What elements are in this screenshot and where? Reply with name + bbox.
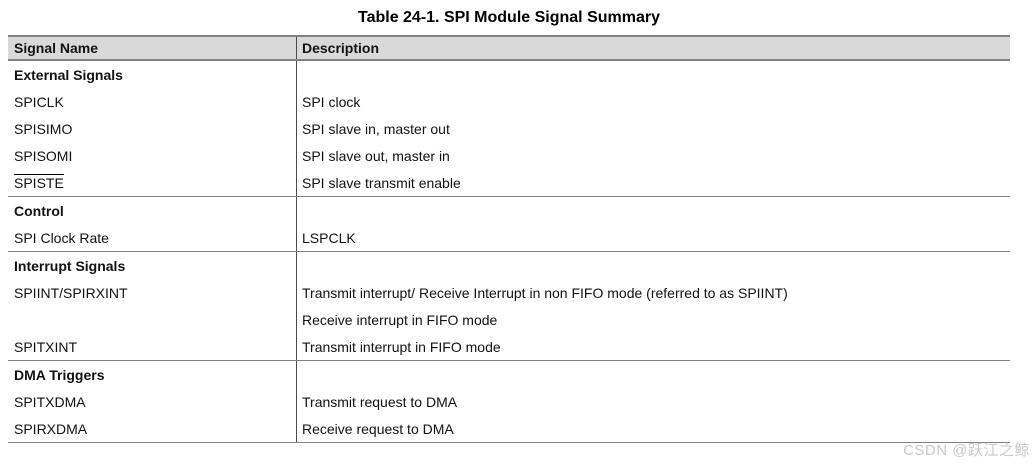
signal-name: SPITXDMA: [14, 393, 86, 410]
section-header-description-cell: [297, 61, 1010, 88]
signal-name: SPIRXDMA: [14, 420, 88, 437]
section-header-label: External Signals: [8, 61, 297, 88]
signal-name: SPI Clock Rate: [14, 229, 109, 246]
table-row: SPIRXDMA Receive request to DMA: [8, 415, 1010, 442]
section-header-row: Control: [8, 197, 1010, 224]
signal-name: SPIINT/SPIRXINT: [14, 284, 128, 301]
section-header-label: Interrupt Signals: [8, 252, 297, 279]
description-cell: LSPCLK: [302, 229, 356, 246]
section-header-description-cell: [297, 197, 1010, 224]
signal-name-cell: SPIRXDMA: [8, 415, 297, 442]
table-row: SPITXINT Transmit interrupt in FIFO mode: [8, 333, 1010, 360]
signal-name-cell: SPITXINT: [8, 333, 297, 360]
column-header-description: Description: [302, 40, 380, 56]
signal-name: SPICLK: [14, 93, 64, 110]
watermark: CSDN @跃江之鲸: [903, 442, 1030, 459]
table-row: SPISIMO SPI slave in, master out: [8, 115, 1010, 142]
section-header-row: DMA Triggers: [8, 361, 1010, 388]
section-header-description-cell: [297, 361, 1010, 388]
signal-name-cell: SPITXDMA: [8, 388, 297, 415]
description-cell: Receive interrupt in FIFO mode: [302, 311, 498, 328]
section-header-row: External Signals: [8, 61, 1010, 88]
section-header-label: Control: [8, 197, 297, 224]
description-cell: SPI clock: [302, 93, 361, 110]
signal-name-cell: SPIINT/SPIRXINT: [8, 279, 297, 306]
table-row: SPICLK SPI clock: [8, 88, 1010, 115]
column-header-signal-name: Signal Name: [8, 37, 297, 59]
section-header-row: Interrupt Signals: [8, 252, 1010, 279]
description-cell: Transmit interrupt/ Receive Interrupt in…: [302, 284, 788, 301]
table-row: Receive interrupt in FIFO mode: [8, 306, 1010, 333]
signal-name-cell: SPISTE: [8, 169, 297, 196]
signal-name-cell: SPISOMI: [8, 142, 297, 169]
table-row: SPI Clock Rate LSPCLK: [8, 224, 1010, 251]
section-header-description-cell: [297, 252, 1010, 279]
description-cell: Transmit interrupt in FIFO mode: [302, 338, 501, 355]
signal-name-cell: SPI Clock Rate: [8, 224, 297, 251]
description-cell: SPI slave out, master in: [302, 147, 450, 164]
signal-name: SPISOMI: [14, 147, 73, 164]
spi-signal-table: Signal Name Description External Signals…: [8, 35, 1010, 443]
table-row: SPISOMI SPI slave out, master in: [8, 142, 1010, 169]
description-cell: SPI slave transmit enable: [302, 174, 461, 191]
signal-name-overlined: SPISTE: [14, 174, 64, 191]
signal-name: SPISIMO: [14, 120, 73, 137]
description-cell: Transmit request to DMA: [302, 393, 458, 410]
table-row: SPISTE SPI slave transmit enable: [8, 169, 1010, 196]
table-title: Table 24-1. SPI Module Signal Summary: [357, 9, 660, 26]
table-header-row: Signal Name Description: [8, 35, 1010, 61]
signal-name: SPITXINT: [14, 338, 78, 355]
description-cell: SPI slave in, master out: [302, 120, 450, 137]
signal-name-cell: [8, 306, 297, 333]
description-cell: Receive request to DMA: [302, 420, 454, 437]
signal-name-cell: SPICLK: [8, 88, 297, 115]
signal-name-cell: SPISIMO: [8, 115, 297, 142]
table-row: SPITXDMA Transmit request to DMA: [8, 388, 1010, 415]
section-header-label: DMA Triggers: [8, 361, 297, 388]
table-row: SPIINT/SPIRXINT Transmit interrupt/ Recei…: [8, 279, 1010, 306]
